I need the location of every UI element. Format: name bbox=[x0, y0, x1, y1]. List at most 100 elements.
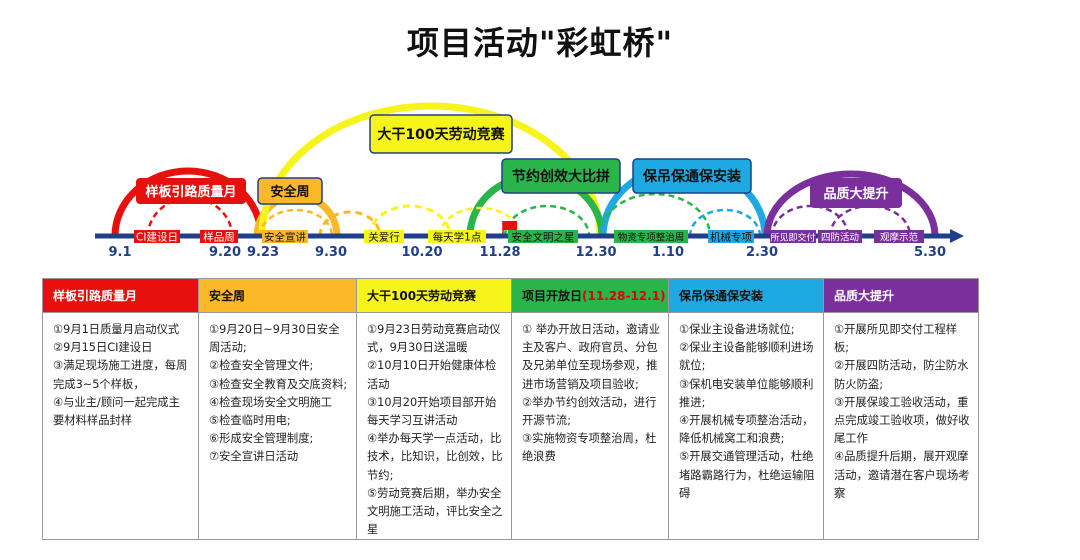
list-item: ⑤劳动竞赛后期，举办安全文明施工活动，评比安全之星 bbox=[367, 486, 503, 537]
list-item: ①保业主设备进场就位; bbox=[679, 323, 795, 336]
date-label: 11.28 bbox=[479, 245, 520, 260]
banner-label: 节约创效大比拼 bbox=[512, 168, 610, 185]
list-item: ①9月20日~9月30日安全周活动; bbox=[209, 323, 340, 355]
arc-quality-upgrade bbox=[763, 170, 939, 237]
list-item: ②保业主设备能够顺利进场就位; bbox=[679, 341, 814, 373]
banner-labor-competition: 大干100天劳动竞赛 bbox=[369, 114, 513, 154]
column-header-label: 样板引路质量月 bbox=[53, 289, 138, 303]
date-label: 10.20 bbox=[401, 245, 442, 260]
list-item: ④与业主/顾问一起完成主要材料样品封样 bbox=[53, 395, 180, 428]
banner-label: 样板引路质量月 bbox=[145, 184, 236, 200]
event-learn-daily: 每天学1点 bbox=[428, 230, 486, 244]
column-header-label: 项目开放日 bbox=[522, 289, 583, 303]
event-label: 所见即交付 bbox=[770, 232, 815, 244]
event-label: 物资专项整治周 bbox=[618, 232, 685, 244]
dash-arc-8 bbox=[688, 208, 762, 237]
event-label: 安全宣讲 bbox=[264, 231, 306, 244]
page-title: 项目活动"彩虹桥" bbox=[406, 24, 674, 62]
activity-table: 样板引路质量月 ①9月1日质量月启动仪式 ②9月15日CI建设日 ③满足现场施工… bbox=[42, 278, 979, 541]
banner-quality-month: 样板引路质量月 bbox=[136, 178, 246, 204]
list-item: ⑤开展交通管理活动，杜绝堵路霸路行为，杜绝运输阻碍 bbox=[679, 450, 815, 500]
event-safety-star: 安全文明之星 bbox=[508, 230, 578, 244]
column-header-label: 安全周 bbox=[209, 289, 246, 303]
list-item: ③保机电安装单位能够顺利推进; bbox=[679, 377, 814, 409]
column-body: ①开展所见即交付工程样板; ②开展四防活动，防尘防水防火防盗; ③开展保竣工验收… bbox=[824, 313, 978, 503]
event-machinery: 机械专项 bbox=[708, 230, 754, 244]
column-header: 大干100天劳动竞赛 bbox=[357, 279, 511, 313]
banner-label: 安全周 bbox=[270, 184, 309, 200]
axis-arrow-icon bbox=[950, 229, 964, 243]
dash-arc-2 bbox=[258, 208, 334, 237]
list-item: ⑦安全宣讲日活动 bbox=[209, 450, 299, 464]
banner-saving: 节约创效大比拼 bbox=[501, 158, 621, 194]
list-item: ②开展四防活动，防尘防水防火防盗; bbox=[834, 359, 969, 391]
event-safety-talk: 安全宣讲 bbox=[262, 230, 308, 244]
event-ci-day: CI建设日 bbox=[134, 230, 180, 244]
list-item: ③10月20开始项目部开始每天学习互讲活动 bbox=[367, 395, 497, 428]
event-boxes: CI建设日 样品周 安全宣讲 关爱行 每天学1点 安全文明之星 物资专项整治周 … bbox=[134, 230, 924, 244]
event-label: 样品周 bbox=[203, 231, 235, 244]
arc-quality-month bbox=[111, 167, 265, 237]
column-labor-competition: 大干100天劳动竞赛 ①9月23日劳动竞赛启动仪式，9月30日送温暖 ②10月1… bbox=[356, 278, 511, 541]
banner-label: 品质大提升 bbox=[823, 186, 888, 202]
list-item: ① 举办开放日活动，邀请业主及客户、政府官员、分包及兄弟单位至现场参观，推进市场… bbox=[522, 323, 660, 391]
list-item: ②9月15日CI建设日 bbox=[53, 341, 153, 355]
column-safety-week: 安全周 ①9月20日~9月30日安全周活动; ②检查安全管理文件; ③检查安全教… bbox=[198, 278, 356, 541]
event-care: 关爱行 bbox=[364, 230, 404, 244]
column-body: ① 举办开放日活动，邀请业主及客户、政府官员、分包及兄弟单位至现场参观，推进市场… bbox=[512, 313, 668, 467]
date-label: 12.30 bbox=[575, 245, 616, 260]
column-header: 安全周 bbox=[199, 279, 356, 313]
event-delivery: 所见即交付 bbox=[770, 230, 816, 244]
event-label: 安全文明之星 bbox=[512, 231, 575, 244]
event-label: 关爱行 bbox=[368, 231, 400, 244]
list-item: ③开展保竣工验收活动，重点完成竣工验收项，做好收尾工作 bbox=[834, 395, 970, 446]
list-item: ⑤检查临时用电; bbox=[209, 414, 291, 428]
dash-arc-4 bbox=[368, 204, 452, 237]
date-label: 2.30 bbox=[746, 245, 778, 260]
column-body: ①保业主设备进场就位; ②保业主设备能够顺利进场就位; ③保机电安装单位能够顺利… bbox=[669, 313, 823, 503]
date-label: 9.30 bbox=[315, 245, 347, 260]
column-lifting: 保吊保通保安装 ①保业主设备进场就位; ②保业主设备能够顺利进场就位; ③保机电… bbox=[668, 278, 823, 541]
list-item: ⑥形成安全管理制度; bbox=[209, 432, 314, 446]
banner-safety-week: 安全周 bbox=[257, 177, 323, 205]
list-item: ②检查安全管理文件; bbox=[209, 359, 314, 373]
dash-arc-3 bbox=[318, 210, 382, 237]
event-four-protection: 四防活动 bbox=[818, 230, 862, 244]
event-label: 四防活动 bbox=[821, 232, 859, 244]
dash-arc-9 bbox=[770, 204, 850, 237]
list-item: ②10月10日开始健康体检活动 bbox=[367, 359, 497, 391]
column-open-day: 项目开放日(11.28-12.1) ① 举办开放日活动，邀请业主及客户、政府官员… bbox=[511, 278, 668, 541]
date-label: 9.1 bbox=[108, 245, 131, 260]
rainbow-timeline: CI建设日 样品周 安全宣讲 关爱行 每天学1点 安全文明之星 物资专项整治周 … bbox=[95, 102, 964, 260]
date-label: 1.10 bbox=[652, 245, 684, 260]
list-item: ①开展所见即交付工程样板; bbox=[834, 323, 958, 355]
column-header-label: 保吊保通保安装 bbox=[679, 289, 764, 303]
column-body: ①9月23日劳动竞赛启动仪式，9月30日送温暖 ②10月10日开始健康体检活动 … bbox=[357, 313, 511, 539]
column-header-label: 品质大提升 bbox=[834, 289, 895, 303]
event-label: 每天学1点 bbox=[433, 231, 482, 244]
event-sample-week: 样品周 bbox=[200, 230, 238, 244]
column-header: 保吊保通保安装 bbox=[669, 279, 823, 313]
column-header-dates: (11.28-12.1) bbox=[582, 288, 666, 303]
column-body: ①9月20日~9月30日安全周活动; ②检查安全管理文件; ③检查安全教育及交底… bbox=[199, 313, 356, 467]
column-quality-month: 样板引路质量月 ①9月1日质量月启动仪式 ②9月15日CI建设日 ③满足现场施工… bbox=[42, 278, 198, 541]
banner-quality-upgrade: 品质大提升 bbox=[810, 178, 902, 208]
column-header: 项目开放日(11.28-12.1) bbox=[512, 279, 668, 313]
list-item: ①9月23日劳动竞赛启动仪式，9月30日送温暖 bbox=[367, 323, 501, 355]
list-item: ①9月1日质量月启动仪式 bbox=[53, 323, 180, 336]
banner-lifting: 保吊保通保安装 bbox=[632, 158, 752, 194]
list-item: ④品质提升后期，展开观摩活动，邀请潜在客户现场考察 bbox=[834, 450, 970, 500]
column-header-label: 大干100天劳动竞赛 bbox=[367, 289, 477, 303]
date-labels: 9.1 9.20 9.23 9.30 10.20 11.28 12.30 1.1… bbox=[108, 245, 946, 260]
list-item: ④开展机械专项整治活动，降低机械窝工和浪费; bbox=[679, 414, 814, 446]
list-item: ③满足现场施工进度，每周完成3~5个样板， bbox=[53, 359, 188, 391]
event-label: 机械专项 bbox=[710, 231, 752, 244]
flag-icon bbox=[503, 221, 517, 230]
column-header: 样板引路质量月 bbox=[43, 279, 198, 313]
column-quality-upgrade: 品质大提升 ①开展所见即交付工程样板; ②开展四防活动，防尘防水防火防盗; ③开… bbox=[823, 278, 979, 541]
column-body: ①9月1日质量月启动仪式 ②9月15日CI建设日 ③满足现场施工进度，每周完成3… bbox=[43, 313, 198, 430]
list-item: ③检查安全教育及交底资料; bbox=[209, 377, 348, 391]
column-header: 品质大提升 bbox=[824, 279, 978, 313]
dash-arc-7 bbox=[598, 192, 712, 237]
list-item: ④举办每天学一点活动，比技术，比知识，比创效，比节约; bbox=[367, 432, 503, 482]
